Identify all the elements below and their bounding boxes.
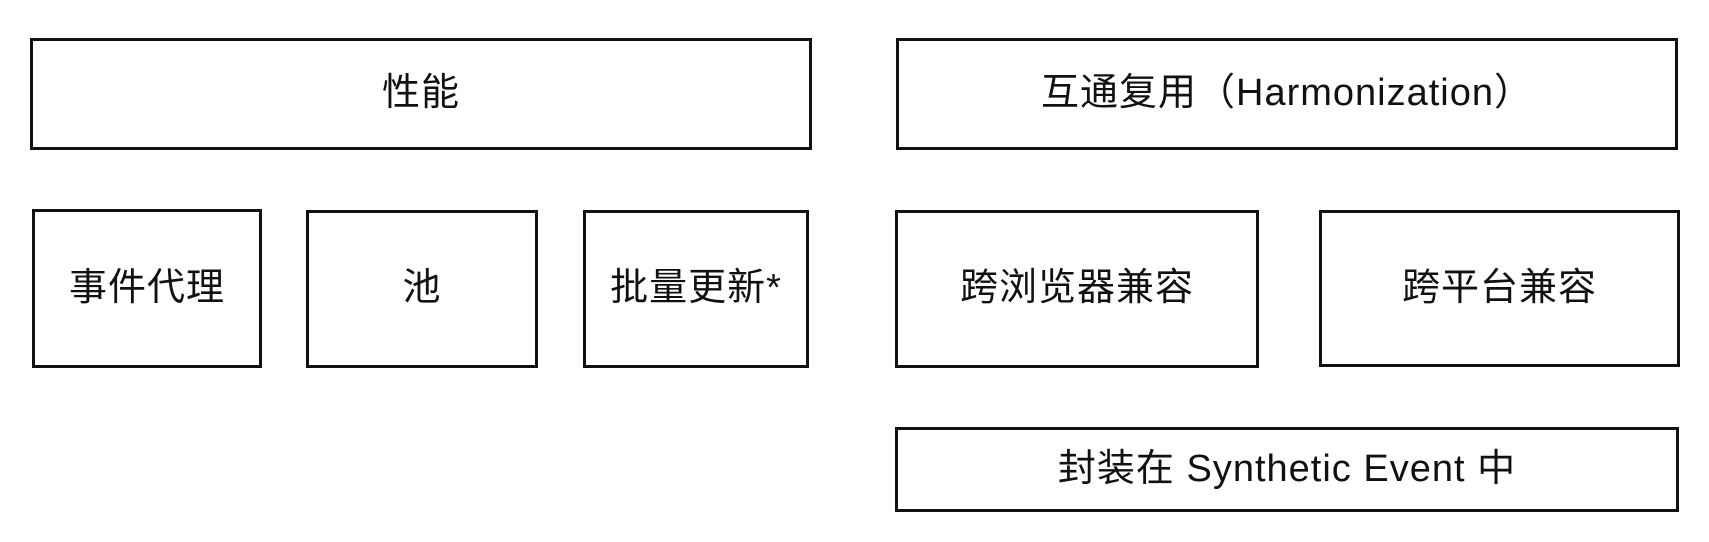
harmonization-item-cross-platform-box: 跨平台兼容: [1319, 210, 1680, 367]
harmonization-group-header-box: 互通复用（Harmonization）: [896, 38, 1678, 150]
harmonization-item-cross-browser-box: 跨浏览器兼容: [895, 210, 1259, 368]
performance-group-header-box: 性能: [30, 38, 812, 150]
performance-item-event-delegation-box: 事件代理: [32, 209, 262, 368]
performance-item-batch-update-box: 批量更新*: [583, 210, 809, 368]
harmonization-footer-synthetic-event-box: 封装在 Synthetic Event 中: [895, 427, 1679, 512]
performance-item-pool-box: 池: [306, 210, 538, 368]
